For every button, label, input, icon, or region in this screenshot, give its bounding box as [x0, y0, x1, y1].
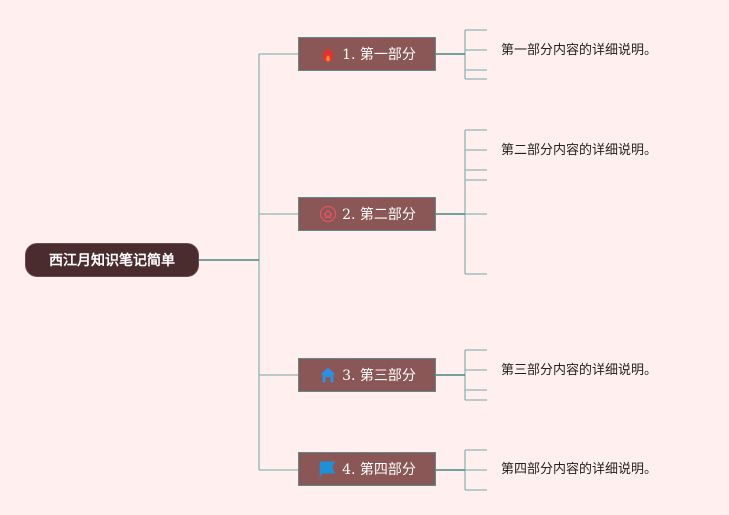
flag-icon — [318, 459, 338, 479]
branch-node-1[interactable]: 1. 第一部分 — [298, 37, 436, 71]
branch-3-detail: 第三部分内容的详细说明。 — [501, 363, 658, 378]
branch-2-detail: 第二部分内容的详细说明。 — [501, 143, 658, 158]
house-icon — [318, 365, 338, 385]
branch-node-3[interactable]: 3. 第三部分 — [298, 358, 436, 392]
house-outline-icon — [318, 204, 338, 224]
branch-node-3-label: 3. 第三部分 — [342, 368, 416, 384]
branch-1-detail: 第一部分内容的详细说明。 — [501, 43, 658, 58]
fire-icon — [318, 44, 338, 64]
branch-node-4-label: 4. 第四部分 — [342, 462, 416, 478]
branch-node-1-label: 1. 第一部分 — [342, 47, 416, 63]
root-node-label: 西江月知识笔记简单 — [49, 253, 175, 269]
branch-4-detail: 第四部分内容的详细说明。 — [501, 462, 658, 477]
root-node[interactable]: 西江月知识笔记简单 — [25, 243, 199, 277]
branch-node-4[interactable]: 4. 第四部分 — [298, 452, 436, 486]
branch-node-2[interactable]: 2. 第二部分 — [298, 197, 436, 231]
branch-node-2-label: 2. 第二部分 — [342, 207, 416, 223]
